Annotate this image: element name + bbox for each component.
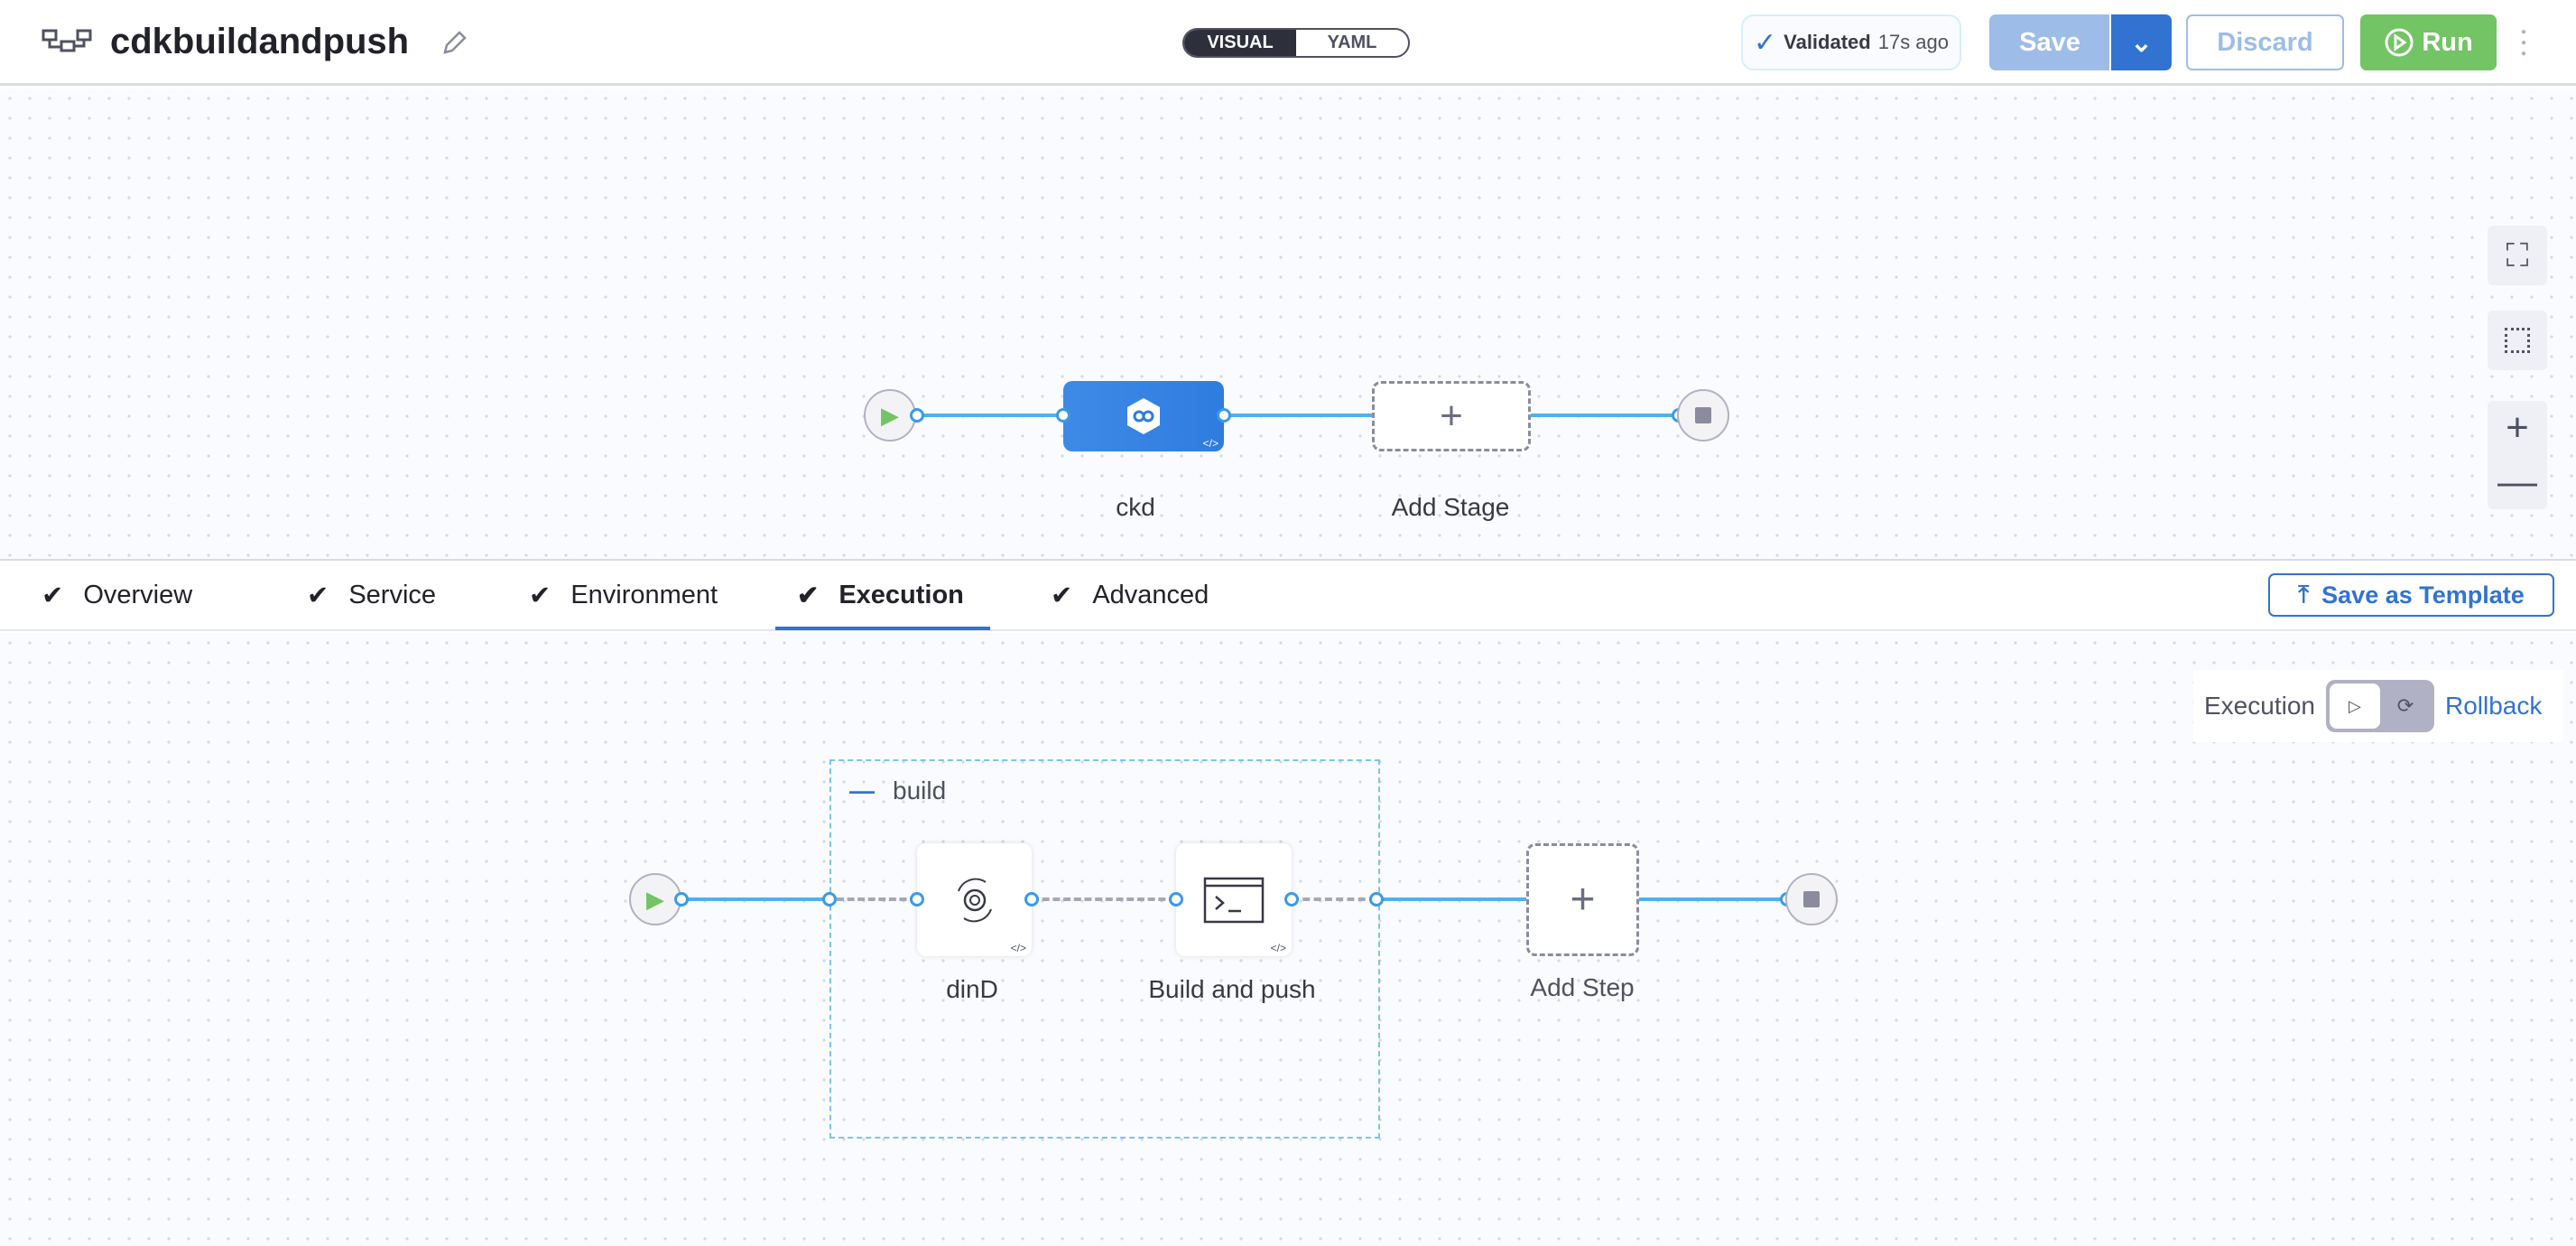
- check-icon: ✔: [42, 581, 64, 610]
- view-toggle: VISUAL YAML: [1182, 28, 1410, 58]
- tab-advanced[interactable]: ✔ Advanced: [1051, 559, 1209, 631]
- add-step-label: Add Step: [1530, 973, 1635, 1001]
- edit-pencil-icon[interactable]: [440, 27, 470, 58]
- tab-execution[interactable]: ✔ Execution: [797, 559, 964, 631]
- execution-canvas: [0, 633, 2576, 1246]
- plus-icon: +: [1440, 394, 1463, 438]
- select-area-icon[interactable]: [2488, 311, 2547, 370]
- tab-label: Execution: [839, 580, 964, 609]
- zoom-in-icon[interactable]: +: [2506, 405, 2529, 450]
- check-icon: ✔: [529, 581, 551, 610]
- deploy-stage-icon: [1127, 398, 1160, 434]
- visual-tab[interactable]: VISUAL: [1184, 30, 1296, 56]
- check-icon: ✔: [797, 581, 820, 610]
- tab-label: Service: [348, 580, 437, 609]
- execution-view-icon: ▷: [2329, 683, 2380, 729]
- yaml-code-icon: </>: [1202, 437, 1219, 450]
- collapse-icon[interactable]: —: [849, 776, 875, 804]
- zoom-out-icon[interactable]: —: [2497, 460, 2537, 504]
- stage-node-ckd[interactable]: </>: [1063, 381, 1224, 451]
- stop-icon: [1803, 891, 1820, 907]
- validated-badge[interactable]: ✓ Validated 17s ago: [1741, 14, 1961, 70]
- step-group-header[interactable]: — build: [849, 776, 946, 805]
- tab-label: Environment: [570, 580, 718, 609]
- pipeline-icon: [42, 29, 92, 52]
- pipeline-end-node: [1677, 389, 1729, 442]
- run-label: Run: [2422, 27, 2473, 57]
- terminal-icon: [1203, 877, 1265, 923]
- step-group-build: [829, 759, 1380, 1139]
- play-icon: ▶: [646, 885, 664, 913]
- yaml-code-icon: </>: [1010, 942, 1026, 954]
- step-node-build-and-push[interactable]: </>: [1176, 843, 1292, 956]
- check-icon: ✔: [1051, 581, 1073, 610]
- view-switch[interactable]: ▷ ⟳: [2325, 680, 2434, 732]
- stage-tabs: [0, 559, 2576, 631]
- execution-label[interactable]: Execution: [2204, 692, 2315, 720]
- discard-button[interactable]: Discard: [2186, 14, 2344, 70]
- gear-sync-icon: [957, 878, 992, 922]
- tab-label: Advanced: [1092, 580, 1209, 609]
- check-icon: ✓: [1753, 27, 1777, 58]
- rollback-view-icon: ⟳: [2396, 694, 2414, 717]
- run-button[interactable]: Run: [2360, 14, 2497, 70]
- rollback-label[interactable]: Rollback: [2444, 692, 2543, 720]
- header: cdkbuildandpush VISUAL YAML ✓ Validated …: [0, 0, 2576, 86]
- pipeline-start-node: ▶: [864, 389, 916, 442]
- step-node-dind[interactable]: </>: [917, 843, 1032, 956]
- execution-end-node: [1785, 873, 1838, 925]
- play-circle-icon: [2385, 28, 2414, 57]
- execution-start-node: ▶: [629, 873, 681, 925]
- zoom-controls: +—: [2488, 401, 2547, 509]
- execution-rollback-toggle: Execution ▷ ⟳ Rollback: [2193, 670, 2563, 742]
- validated-time: 17s ago: [1877, 31, 1950, 53]
- add-step-button[interactable]: +: [1526, 843, 1639, 956]
- add-stage-button[interactable]: +: [1372, 381, 1531, 451]
- play-icon: ▶: [881, 401, 899, 429]
- save-button[interactable]: Save: [1989, 14, 2110, 70]
- pipeline-title: cdkbuildandpush: [110, 22, 410, 61]
- plus-icon: +: [1570, 876, 1596, 924]
- tab-service[interactable]: ✔ Service: [307, 559, 436, 631]
- more-options-icon[interactable]: ●●●: [2521, 27, 2527, 59]
- add-stage-label: Add Stage: [1391, 493, 1510, 521]
- tab-environment[interactable]: ✔ Environment: [529, 559, 718, 631]
- save-template-label: Save as Template: [2321, 581, 2525, 609]
- fullscreen-icon[interactable]: ⛶: [2488, 226, 2547, 285]
- pipeline-canvas: [0, 88, 2576, 559]
- check-icon: ✔: [307, 581, 329, 610]
- active-tab-indicator: [775, 627, 990, 630]
- save-as-template-button[interactable]: ⤒ Save as Template: [2268, 573, 2554, 617]
- tab-label: Overview: [83, 580, 193, 609]
- upload-icon: ⤒: [2298, 581, 2310, 608]
- validated-label: Validated: [1784, 31, 1871, 53]
- step-label: Build and push: [1148, 975, 1316, 1003]
- group-name: build: [893, 776, 947, 804]
- stage-label: ckd: [1116, 493, 1155, 521]
- step-label: dinD: [946, 975, 998, 1003]
- tab-overview[interactable]: ✔ Overview: [42, 559, 192, 631]
- yaml-code-icon: </>: [1270, 942, 1286, 954]
- yaml-tab[interactable]: YAML: [1327, 33, 1377, 52]
- stop-icon: [1695, 407, 1711, 423]
- save-dropdown-chevron-icon[interactable]: ⌄: [2109, 14, 2172, 70]
